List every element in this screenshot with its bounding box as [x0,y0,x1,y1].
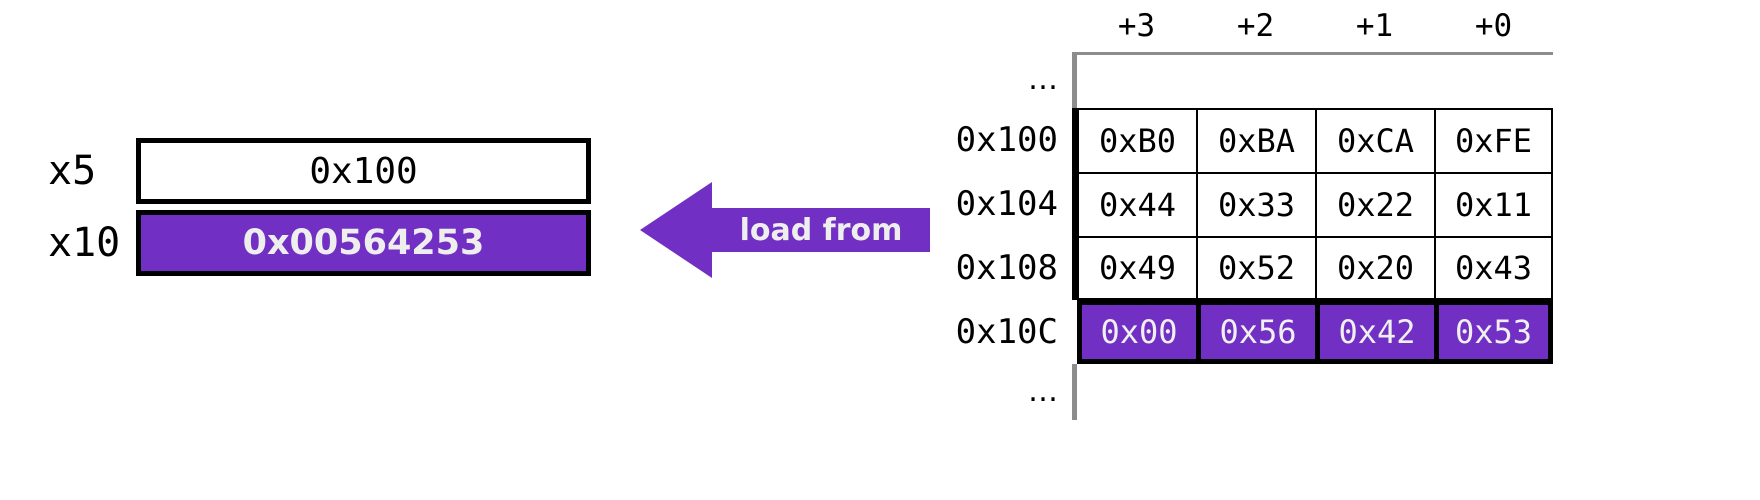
memory-cell: 0xBA [1196,108,1315,172]
memory-spine [1072,236,1077,300]
table-row: 0x108 0x49 0x52 0x20 0x43 [956,236,1553,300]
register-name-x10: x10 [48,220,121,266]
memory-spine [1072,108,1077,172]
memory-cell: 0x52 [1196,236,1315,300]
column-header-plus0: +0 [1474,8,1513,44]
memory-cell: 0x44 [1077,172,1196,236]
row-address: 0x108 [955,248,1058,288]
table-row: 0x104 0x44 0x33 0x22 0x11 [956,172,1553,236]
register-value-x5: 0x100 [136,138,591,204]
row-address: 0x100 [955,120,1058,160]
column-header-plus1: +1 [1355,8,1394,44]
register-row: x5 0x100 [40,135,600,207]
column-header-plus3: +3 [1117,8,1156,44]
row-address: 0x10C [955,312,1058,352]
memory-cell: 0x11 [1434,172,1553,236]
memory-cell: 0x33 [1196,172,1315,236]
memory-table: +3 +2 +1 +0 … 0x100 0xB0 0xBA 0xCA [956,0,1760,500]
register-row: x10 0x00564253 [40,207,600,279]
row-address: 0x104 [955,184,1058,224]
memory-bottom-ellipsis-row: … [960,364,1553,420]
memory-cell: 0x43 [1434,236,1553,300]
column-header-plus2: +2 [1236,8,1275,44]
memory-spine-top [1072,52,1077,108]
memory-cell: 0xB0 [1077,108,1196,172]
memory-cell: 0x20 [1315,236,1434,300]
memory-cell-highlighted: 0x53 [1434,300,1553,364]
register-name-x5: x5 [48,148,97,194]
memory-cell: 0xFE [1434,108,1553,172]
memory-cell: 0x49 [1077,236,1196,300]
register-value-x10: 0x00564253 [136,210,591,276]
memory-top-border [1077,52,1553,55]
memory-top-ellipsis-row: … [960,52,1553,108]
memory-cell: 0xCA [1315,108,1434,172]
memory-spine [1072,172,1077,236]
load-from-arrow: load from [640,182,930,278]
ellipsis-bottom: … [1028,374,1058,409]
memory-cell-highlighted: 0x42 [1315,300,1434,364]
memory-cell-highlighted: 0x56 [1196,300,1315,364]
table-row: 0x100 0xB0 0xBA 0xCA 0xFE [956,108,1553,172]
ellipsis-top: … [1028,62,1058,97]
arrow-left-icon [640,182,930,278]
register-file: x5 0x100 x10 0x00564253 [40,135,600,279]
memory-cell: 0x22 [1315,172,1434,236]
memory-spine-bottom [1072,364,1077,420]
table-row-highlighted: 0x10C 0x00 0x56 0x42 0x53 [956,300,1553,364]
memory-column-headers: +3 +2 +1 +0 [960,0,1553,52]
memory-cell-highlighted: 0x00 [1077,300,1196,364]
